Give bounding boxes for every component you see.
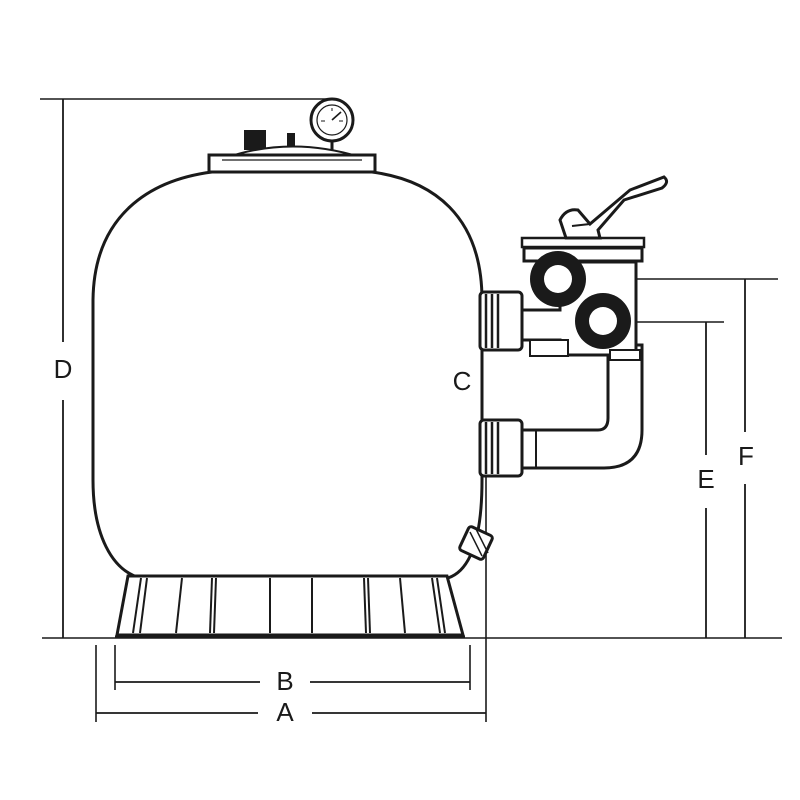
dimension-label-b: B <box>276 666 293 696</box>
valve-handle-icon <box>558 175 669 240</box>
dimension-label-d: D <box>54 354 73 384</box>
dimension-label-c: C <box>453 366 472 396</box>
dimension-label-a: A <box>276 697 294 727</box>
upper-port-icon <box>530 251 586 307</box>
tank-lid <box>207 130 377 174</box>
lower-port-icon <box>575 293 631 349</box>
tank-base <box>115 574 465 639</box>
pressure-gauge-icon <box>309 97 355 150</box>
dimension-label-e: E <box>697 464 714 494</box>
multiport-valve <box>478 175 669 478</box>
dimension-label-f: F <box>738 441 754 471</box>
drain-plug-icon <box>458 525 494 561</box>
tank-body <box>91 170 484 580</box>
